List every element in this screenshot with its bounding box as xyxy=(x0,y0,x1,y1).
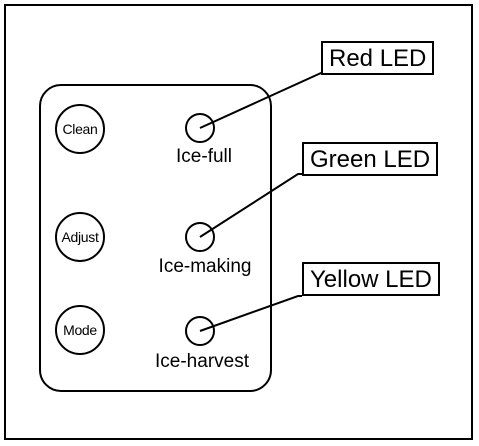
green-led-callout: Green LED xyxy=(302,142,439,176)
clean-button[interactable]: Clean xyxy=(55,104,105,154)
ice-making-label: Ice-making xyxy=(158,256,252,277)
ice-full-label: Ice-full xyxy=(176,146,232,167)
ice-harvest-label: Ice-harvest xyxy=(155,351,249,372)
control-panel xyxy=(39,84,272,392)
adjust-button[interactable]: Adjust xyxy=(55,212,105,262)
red-led-callout: Red LED xyxy=(321,41,435,75)
diagram-frame xyxy=(4,4,473,440)
yellow-led-callout: Yellow LED xyxy=(302,262,440,296)
ice-harvest-led xyxy=(185,316,215,346)
mode-button[interactable]: Mode xyxy=(55,305,105,355)
ice-full-led xyxy=(185,113,215,143)
ice-making-led xyxy=(185,222,215,252)
